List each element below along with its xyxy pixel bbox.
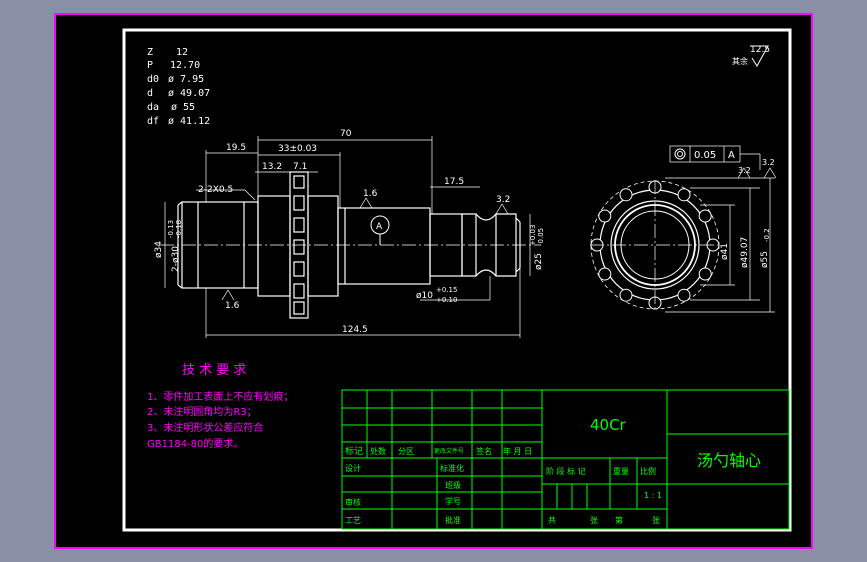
- sprocket-teeth: [293, 175, 305, 315]
- param-value: ø 55: [171, 102, 195, 113]
- sheet-current-prefix: 第: [615, 515, 623, 525]
- roughness-3-2: 3.2: [496, 195, 510, 205]
- dim-dia-30-lower: -0.18: [175, 220, 183, 238]
- dim-70: 70: [340, 129, 352, 139]
- student-id-label: 学号: [445, 496, 461, 506]
- front-view-dimensions: [164, 136, 531, 338]
- dim-dia-49: ø49.07: [740, 237, 750, 268]
- date-label: 年 月 日: [503, 446, 532, 456]
- tooth-pocket: [619, 188, 633, 202]
- dim-dia-25: ø25: [534, 253, 544, 270]
- roughness-side-b: 3.2: [762, 158, 775, 167]
- technical-requirements: 技 术 要 求 1、零件加工表面上不应有划痕； 2、未注明圆角均为R3； 3、未…: [147, 363, 293, 450]
- dim-17-5: 17.5: [444, 177, 464, 187]
- param-key: P: [147, 60, 153, 71]
- standardize-label: 标准化: [440, 463, 464, 473]
- sheet-total-suffix: 张: [590, 516, 598, 525]
- dim-bore-10: ø10: [416, 291, 433, 301]
- scale-value: 1 : 1: [644, 491, 662, 500]
- drawing-frame: [122, 28, 792, 532]
- param-key: Z: [147, 47, 153, 58]
- count-label: 处数: [370, 446, 386, 456]
- approve-label: 批准: [445, 515, 461, 525]
- stage-label: 阶 段 标 记: [546, 466, 586, 476]
- tech-item: 2、未注明圆角均为R3；: [147, 405, 257, 418]
- roughness-note: 其余: [732, 56, 748, 66]
- param-value: 12: [176, 47, 188, 58]
- class-label: 班级: [445, 480, 461, 490]
- dim-dia-55-tol: -0.2: [763, 228, 771, 242]
- datum-a-label: A: [376, 222, 383, 232]
- tooth-pocket: [598, 209, 612, 223]
- roughness-1-6-b: 1.6: [225, 301, 240, 311]
- tooth-pocket: [677, 288, 691, 302]
- tooth-pocket: [698, 209, 712, 223]
- roughness-value: 12.5: [750, 45, 770, 55]
- general-roughness: 12.5 其余: [732, 45, 770, 67]
- craft-label: 工艺: [345, 516, 361, 525]
- dim-dia-55: ø55: [760, 251, 770, 268]
- material: 40Cr: [590, 416, 627, 434]
- tooth-pocket: [619, 288, 633, 302]
- dim-13-2: 13.2: [262, 162, 282, 172]
- dim-dia-30: 2-ø30: [171, 246, 181, 272]
- dim-bore-10-lower: +0.10: [436, 296, 457, 304]
- param-key: d0: [147, 74, 159, 85]
- sheet-current-suffix: 张: [652, 516, 660, 525]
- datum-a-marker: A: [370, 215, 390, 245]
- dim-7-1: 7.1: [293, 162, 307, 172]
- tech-item: 1、零件加工表面上不应有划痕；: [147, 390, 293, 403]
- dim-dia-41: ø41: [720, 243, 730, 260]
- dim-124-5: 124.5: [342, 325, 368, 335]
- sheet-total-prefix: 共: [548, 516, 556, 525]
- dim-bore-10-upper: +0.15: [436, 286, 457, 294]
- dim-dia-25-lower: -0.05: [537, 228, 545, 246]
- check-label: 审核: [345, 497, 361, 507]
- side-view-dimension-text: 0.05 A 3.2 3.2 ø41 ø49.07 ø55 -0.2: [674, 148, 775, 268]
- mark-label: 标记: [345, 445, 363, 457]
- zone-label: 分区: [398, 447, 414, 456]
- param-value: ø 41.12: [168, 116, 210, 127]
- param-value: 12.70: [170, 60, 200, 71]
- change-doc-label: 更改文件号: [434, 447, 464, 455]
- design-label: 设计: [345, 463, 361, 473]
- tech-item: GB1184-80的要求。: [147, 437, 243, 450]
- front-view-dimension-text: 70 19.5 33±0.03 13.2 7.1 2-2X0.5 1.6 17.…: [154, 129, 545, 335]
- dim-19-5: 19.5: [226, 143, 246, 153]
- tech-item: 3、未注明形状公差应符合: [147, 421, 263, 434]
- dim-dia-25-upper: +0.03: [529, 225, 537, 246]
- roughness-1-6: 1.6: [363, 189, 378, 199]
- tech-title: 技 术 要 求: [182, 363, 246, 378]
- sheet-border: [54, 13, 813, 549]
- part-name: 汤勺轴心: [697, 451, 761, 470]
- title-block-text: 40Cr 汤勺轴心 标记 处数 分区 更改文件号 签名 年 月 日 设计 标准化…: [345, 416, 761, 525]
- title-block: [341, 389, 790, 530]
- roughness-side-a: 3.2: [738, 166, 751, 175]
- sprocket-side-view: [590, 180, 720, 310]
- tooth-pocket: [598, 267, 612, 281]
- param-key: df: [147, 116, 159, 127]
- signature-label: 签名: [476, 446, 492, 456]
- tolerance-datum: A: [728, 150, 735, 161]
- dim-chamfer: 2-2X0.5: [198, 185, 233, 195]
- param-key: da: [147, 102, 159, 113]
- tolerance-value: 0.05: [694, 150, 716, 161]
- dim-dia-30-upper: -0.13: [167, 220, 175, 238]
- scale-label: 比例: [640, 466, 656, 476]
- side-view-dimensions: [665, 145, 777, 313]
- tooth-pocket: [698, 267, 712, 281]
- weight-label: 重量: [613, 466, 629, 476]
- dim-33: 33±0.03: [278, 144, 317, 154]
- gear-parameters: Z 12 P 12.70 d0 ø 7.95 d ø 49.07 da ø 55…: [147, 47, 210, 127]
- tooth-pocket: [677, 188, 691, 202]
- param-key: d: [147, 88, 153, 99]
- param-value: ø 7.95: [168, 74, 204, 85]
- shaft-front-view: [160, 171, 540, 319]
- dim-dia-34: ø34: [154, 241, 164, 258]
- param-value: ø 49.07: [168, 88, 210, 99]
